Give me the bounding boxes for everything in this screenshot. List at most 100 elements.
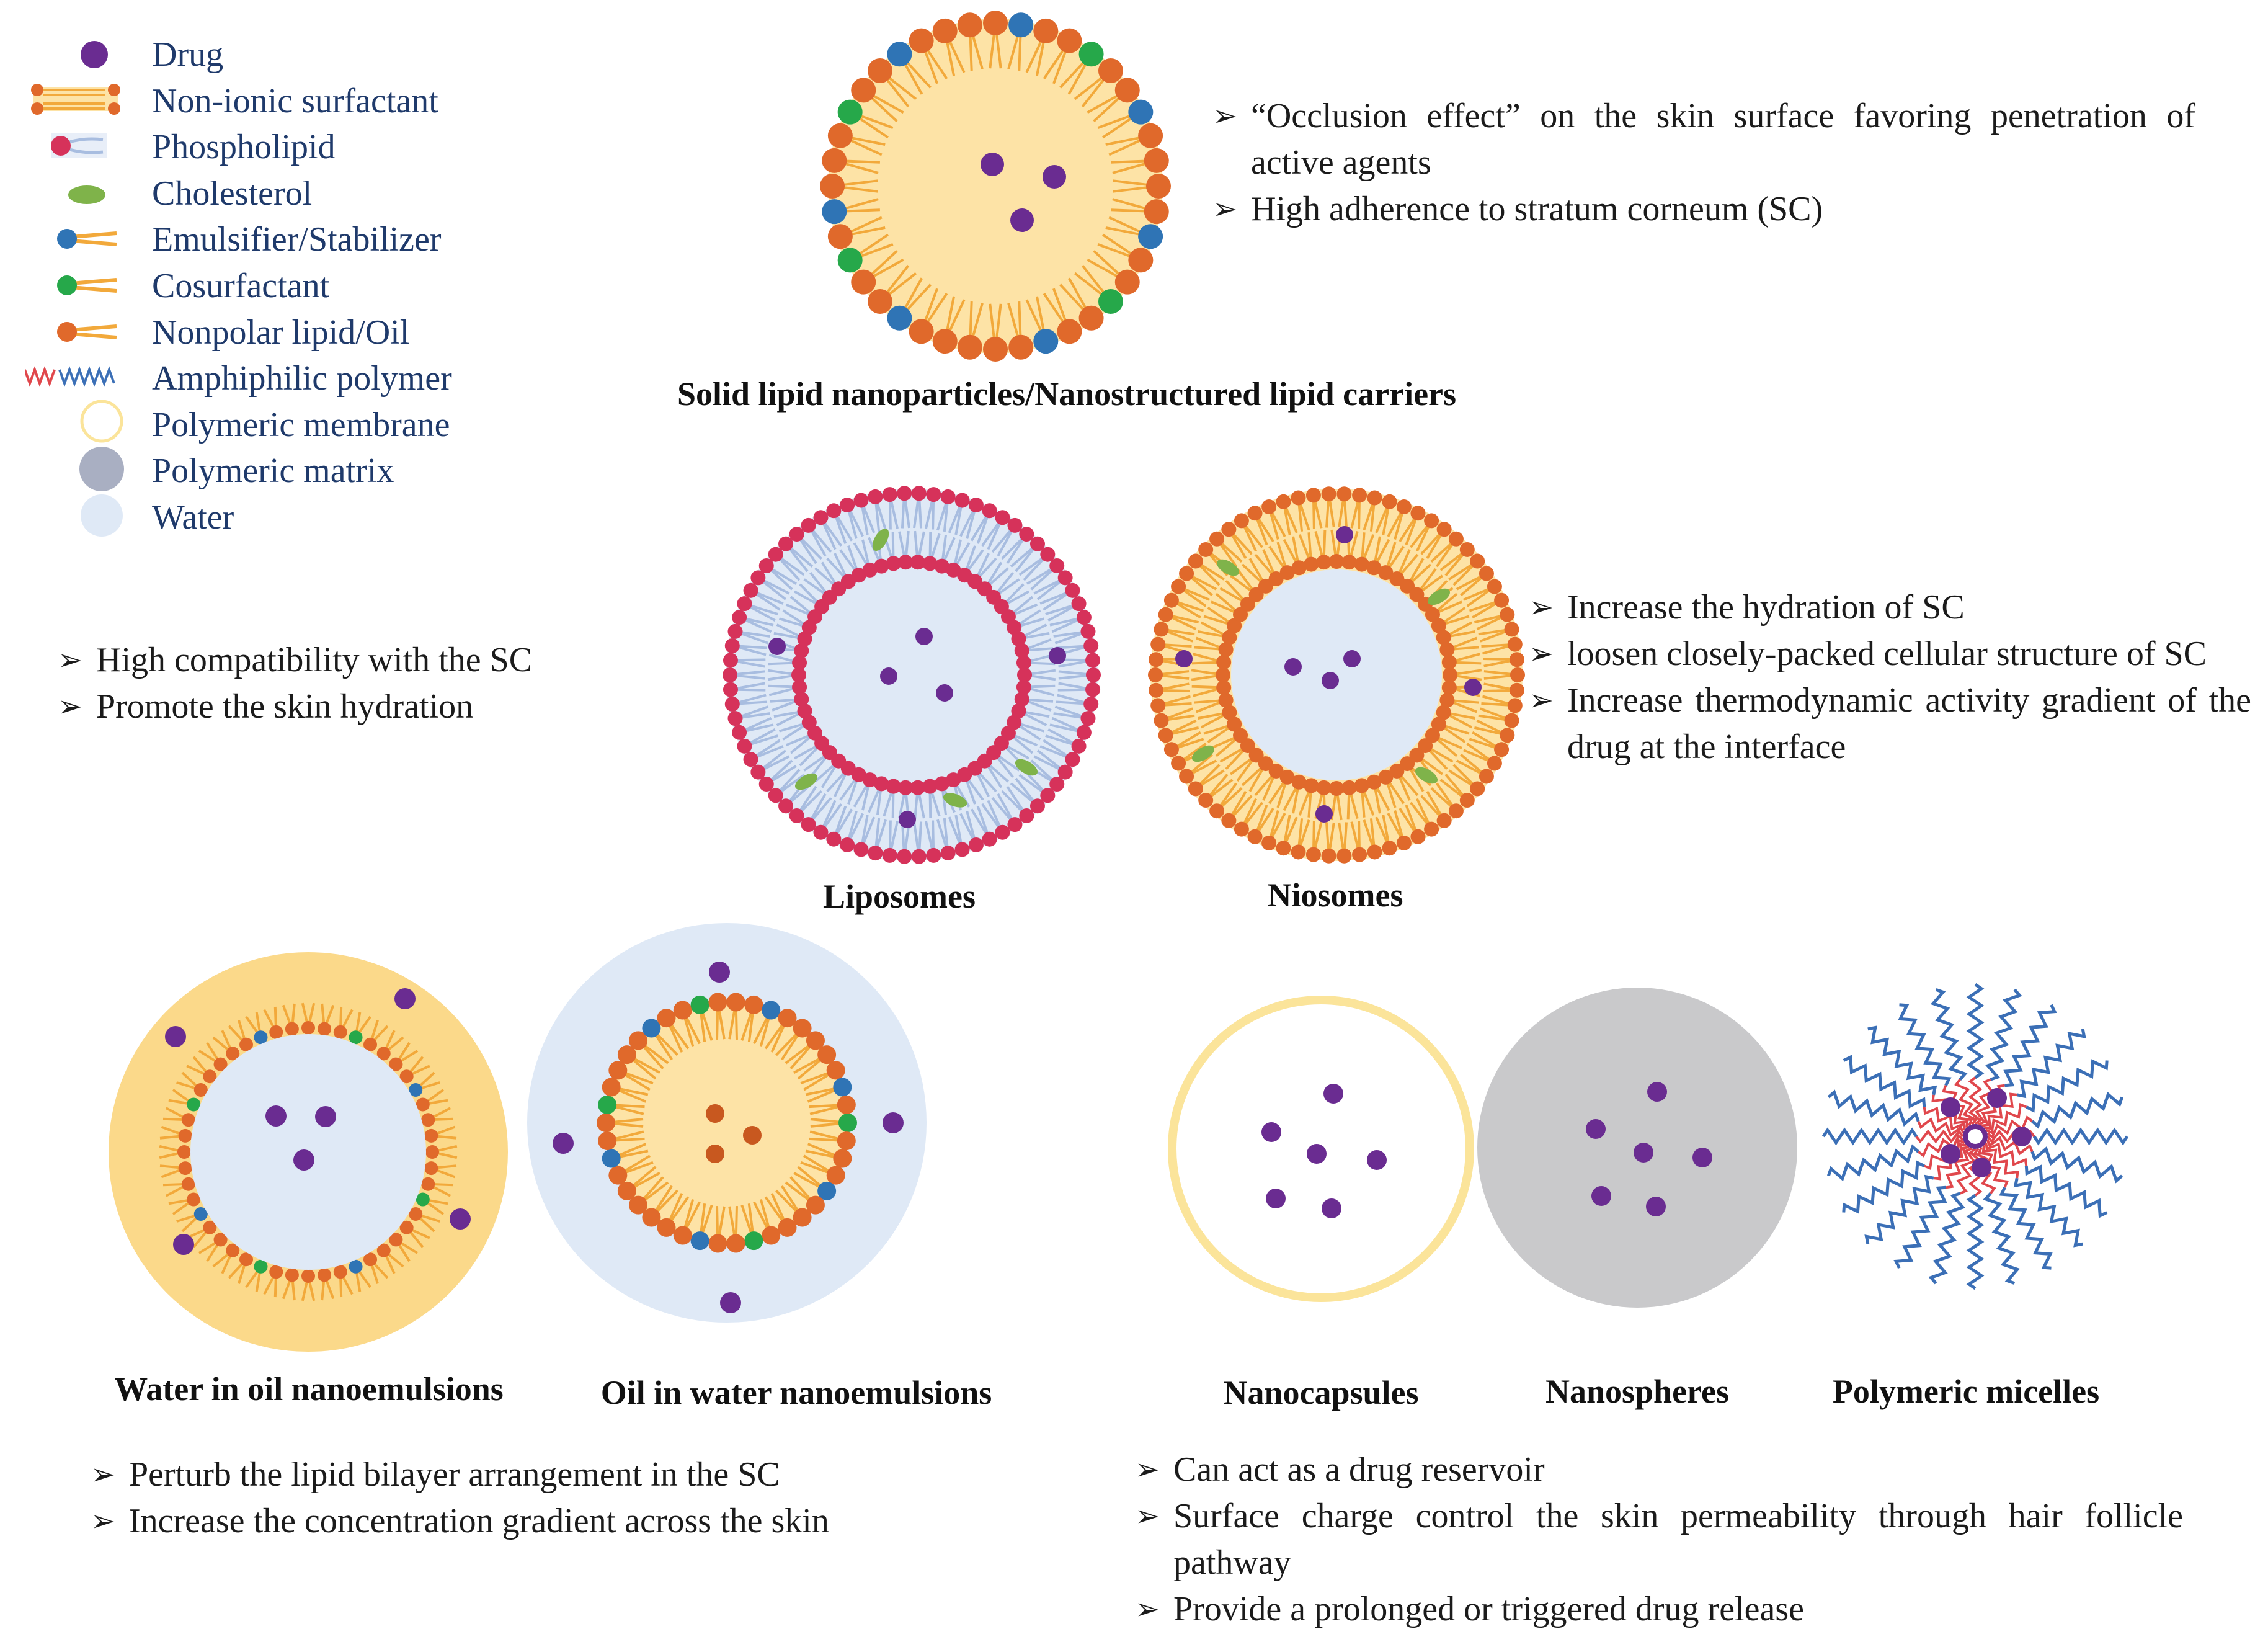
lipid-head — [1436, 630, 1451, 645]
caption-nanospheres: Nanospheres — [1545, 1373, 1730, 1410]
drug-dot — [173, 1234, 194, 1255]
stabilizer-head — [833, 1078, 852, 1097]
lipid-head — [968, 837, 984, 852]
lipid-head — [1222, 630, 1237, 645]
lipid-head — [801, 715, 817, 730]
drug-dot — [1591, 1186, 1611, 1206]
lipid-head — [983, 337, 1008, 362]
drug-dot — [1336, 526, 1353, 543]
lipid-head — [1316, 555, 1332, 570]
note-item: Provide a prolonged or triggered drug re… — [1135, 1586, 2183, 1633]
lipid-head — [874, 558, 889, 574]
stabilizer-head — [1098, 288, 1123, 314]
lipid-head — [1396, 835, 1412, 850]
caption-water-in-oil: Water in oil nanoemulsions — [114, 1370, 504, 1408]
lipid-head — [226, 1243, 240, 1257]
caption-sln-nlc: Solid lipid nanoparticles/Nanostructured… — [677, 375, 1457, 413]
caption-niosomes: Niosomes — [1267, 877, 1403, 914]
drug-dot-icon — [80, 40, 108, 68]
drug-dot — [1963, 1124, 1988, 1149]
lipid-head — [187, 1192, 201, 1207]
drug-dot — [1284, 658, 1302, 676]
lipid-head — [1216, 654, 1232, 670]
stabilizer-head — [1128, 99, 1154, 125]
lipid-head — [820, 174, 845, 199]
lipid-head — [1057, 319, 1082, 344]
oil-drop — [706, 1145, 724, 1163]
lipid-head — [1425, 728, 1440, 743]
sln-nlc-particle — [820, 11, 1171, 362]
lipid-head — [213, 1057, 228, 1071]
drug-dot — [1261, 1122, 1281, 1142]
lipid-head — [1291, 560, 1307, 576]
lipid-head — [946, 562, 961, 578]
lipid-head — [1248, 587, 1264, 602]
note-item: High adherence to stratum corneum (SC) — [1212, 186, 2195, 233]
lipid-head — [1188, 781, 1203, 797]
stabilizer-head — [193, 1207, 208, 1221]
lipid-head — [1014, 643, 1029, 658]
stabilizer-head — [416, 1192, 430, 1207]
drug-dot — [720, 1292, 741, 1313]
lipid-head — [750, 764, 766, 780]
lipid-head — [617, 1045, 636, 1065]
lipid-head — [708, 1234, 727, 1253]
lipid-head — [1268, 763, 1284, 779]
stabilizer-head — [1033, 329, 1059, 354]
lipid-head — [602, 1078, 621, 1097]
hydrophilic-block — [1898, 1003, 1952, 1086]
lipid-head — [1321, 486, 1336, 502]
hydrophilic-block — [1842, 1160, 1925, 1214]
drug-dot — [1322, 672, 1339, 689]
lipid-head — [177, 1145, 191, 1159]
legend-item-polymeric-membrane: Polymeric membrane — [25, 399, 496, 447]
lipid-head — [1409, 587, 1425, 602]
drug-dot — [1315, 805, 1333, 823]
lipid-head — [957, 12, 982, 38]
lipid-head — [898, 555, 914, 570]
legend-label: Emulsifier/Stabilizer — [152, 220, 442, 259]
lipid-head — [1154, 713, 1169, 728]
lipid-head — [1470, 553, 1485, 569]
lipid-head — [1378, 565, 1394, 581]
lipid-head — [932, 329, 958, 354]
lipid-head — [1329, 781, 1344, 796]
lipid-head — [1459, 793, 1475, 808]
lipid-head — [285, 1268, 299, 1282]
lipid-head — [181, 1177, 195, 1191]
lipid-head — [1500, 728, 1515, 743]
lipid-head — [822, 148, 847, 173]
lipid-head — [1410, 506, 1426, 521]
cholesterol — [1216, 559, 1240, 576]
lipid-head — [791, 667, 806, 682]
lipid-head — [1507, 698, 1523, 713]
lipid-head — [768, 788, 783, 803]
lipid-head — [898, 780, 914, 795]
lipid-head — [940, 846, 956, 861]
lipid-head — [1016, 655, 1031, 671]
lipid-head — [789, 808, 804, 823]
note-item: loosen closely-packed cellular structure… — [1529, 631, 2251, 677]
lipid-head — [1007, 817, 1023, 832]
lipid-head — [934, 558, 949, 574]
stabilizer-head — [598, 1095, 617, 1114]
lipid-head — [1470, 781, 1485, 797]
lipid-head — [726, 1234, 745, 1253]
legend-item-cholesterol: Cholesterol — [25, 169, 496, 215]
lipid-head — [1400, 578, 1415, 594]
lipid-head — [732, 725, 747, 740]
lipid-head — [1227, 618, 1242, 633]
hydrophobic-block — [1975, 1078, 1995, 1126]
hydrophilic-block — [1826, 1144, 1919, 1182]
note-item: Increase the concentration gradient acro… — [91, 1498, 1021, 1545]
lipid-head — [1008, 334, 1034, 360]
lipid-head — [1071, 596, 1087, 612]
lipid-head — [1149, 652, 1164, 667]
drug-dot — [936, 684, 953, 702]
lipid-head — [301, 1269, 315, 1283]
stabilizer-head — [187, 1097, 201, 1112]
lipid-head — [1158, 728, 1173, 743]
hydrophilic-block — [1928, 1192, 1966, 1285]
hydrophilic-block — [2003, 1004, 2057, 1087]
hydrophilic-block — [1827, 1089, 1920, 1127]
